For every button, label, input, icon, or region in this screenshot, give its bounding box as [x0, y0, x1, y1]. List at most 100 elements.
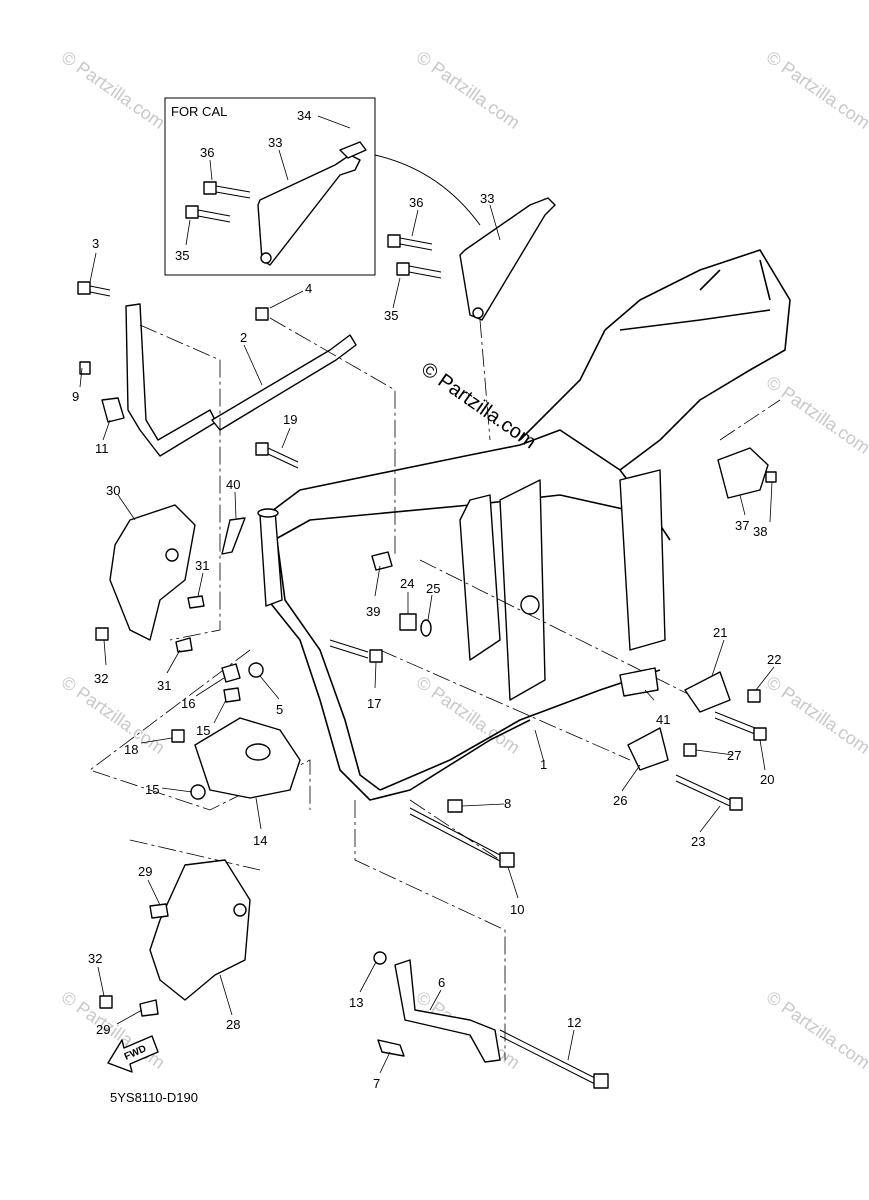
label-40 — [221, 517, 246, 555]
nut-13 — [373, 951, 387, 965]
callout-24: 24 — [400, 576, 414, 591]
nut-15 — [190, 784, 206, 800]
leader-23 — [699, 805, 721, 833]
cover-30 — [109, 504, 196, 641]
callout-35-inset: 35 — [175, 248, 189, 263]
bolt-17 — [329, 639, 383, 663]
inset-title: FOR CAL — [171, 104, 227, 119]
callout-30: 30 — [106, 483, 120, 498]
callout-41: 41 — [656, 712, 670, 727]
bolt-32-head — [95, 627, 109, 641]
bolt-17-shaft — [329, 639, 369, 659]
bolt-19-head — [255, 442, 269, 456]
label-31-lower — [175, 637, 193, 653]
callout-18: 18 — [124, 742, 138, 757]
leader-31a — [197, 572, 204, 597]
rear-fender-loop — [604, 249, 791, 471]
leader-11 — [102, 419, 111, 441]
fwd-arrow-shape — [107, 1035, 159, 1073]
callout-17: 17 — [367, 696, 381, 711]
chain-mount-26 — [379, 649, 631, 761]
watermark-mid-right: © Partzilla.com — [763, 372, 869, 458]
frame-center-plate — [459, 494, 501, 661]
cover-30-hole — [165, 548, 179, 562]
leader-31b — [166, 649, 181, 674]
bolt-35-head — [396, 262, 410, 276]
leader-32b — [97, 966, 105, 997]
callout-labels: 34 33 36 35 33 36 35 3 4 2 9 11 19 30 40… — [72, 108, 781, 1091]
watermark-mid-right-2: © Partzilla.com — [763, 672, 869, 758]
leader-20 — [759, 739, 766, 771]
leader-18 — [140, 737, 173, 744]
callout-19: 19 — [283, 412, 297, 427]
callout-9: 9 — [72, 389, 79, 404]
leader-38 — [769, 481, 773, 523]
leader-37 — [739, 494, 746, 516]
frame-top-tube-lower — [264, 494, 651, 546]
for-cal-inset: FOR CAL — [164, 97, 376, 276]
nut-5 — [248, 662, 264, 678]
bolt-22-head — [747, 689, 761, 703]
chain-mount-21 — [419, 559, 701, 701]
bolt-3-shaft — [89, 285, 111, 297]
watermark-mid-center: © Partzilla.com — [413, 672, 524, 758]
chain-mount-37 — [719, 399, 781, 441]
reference-chain-lines — [89, 317, 781, 1060]
frame-side-plate — [499, 479, 546, 701]
bolt-18-head — [171, 729, 185, 743]
leader-16 — [195, 677, 225, 697]
leader-12 — [567, 1029, 575, 1061]
steering-head-top — [257, 508, 279, 518]
label-39 — [371, 551, 393, 571]
bolt-9-head — [79, 361, 91, 375]
leader-27 — [695, 749, 734, 756]
leader-5 — [259, 675, 280, 700]
mount-14-hole — [245, 743, 271, 761]
watermark-mid-left: © Partzilla.com — [58, 672, 169, 758]
callout-7: 7 — [373, 1076, 380, 1091]
label-31-upper — [187, 595, 205, 609]
callout-32-upper: 32 — [94, 671, 108, 686]
engine-mount-14-assembly — [171, 662, 301, 800]
leader-29b — [116, 1009, 143, 1025]
cover-28 — [149, 859, 251, 1001]
bolt-17-head — [369, 649, 383, 663]
bracket-6-assembly — [373, 951, 609, 1089]
callout-33-inset: 33 — [268, 135, 282, 150]
callout-10: 10 — [510, 902, 524, 917]
bolt-3-head — [77, 281, 91, 295]
watermark-bottom-right: © Partzilla.com — [763, 987, 869, 1073]
leader-32a — [103, 639, 107, 666]
callout-11: 11 — [95, 441, 109, 456]
callout-34: 34 — [297, 108, 311, 123]
frame-down-tube-inner — [274, 524, 381, 791]
rear-fender-rib — [619, 309, 771, 331]
leader-40 — [234, 491, 237, 519]
leader-30 — [117, 494, 136, 521]
callout-28: 28 — [226, 1017, 240, 1032]
bolt-8-10 — [409, 799, 515, 868]
inset-reference-arc — [374, 154, 481, 226]
chain-bolt-10 — [409, 799, 501, 861]
callout-27: 27 — [727, 748, 741, 763]
callout-38: 38 — [753, 524, 767, 539]
steering-head — [259, 509, 283, 607]
callout-37: 37 — [735, 518, 749, 533]
collar-15 — [223, 687, 241, 703]
inset-bolt-36-shaft — [215, 185, 251, 199]
inset-leader-35 — [185, 219, 191, 246]
bolt-36-shaft — [399, 237, 433, 251]
leader-19 — [281, 427, 291, 449]
callout-36-inset: 36 — [200, 145, 214, 160]
label-7 — [377, 1039, 405, 1057]
callout-26: 26 — [613, 793, 627, 808]
callout-3: 3 — [92, 236, 99, 251]
callout-8: 8 — [504, 796, 511, 811]
callout-1: 1 — [540, 757, 547, 772]
leader-15a — [213, 699, 227, 724]
mount-14-plate — [194, 717, 301, 799]
callout-12: 12 — [567, 1015, 581, 1030]
leader-4 — [269, 290, 304, 309]
leader-26 — [621, 764, 641, 792]
leader-35 — [392, 277, 401, 309]
